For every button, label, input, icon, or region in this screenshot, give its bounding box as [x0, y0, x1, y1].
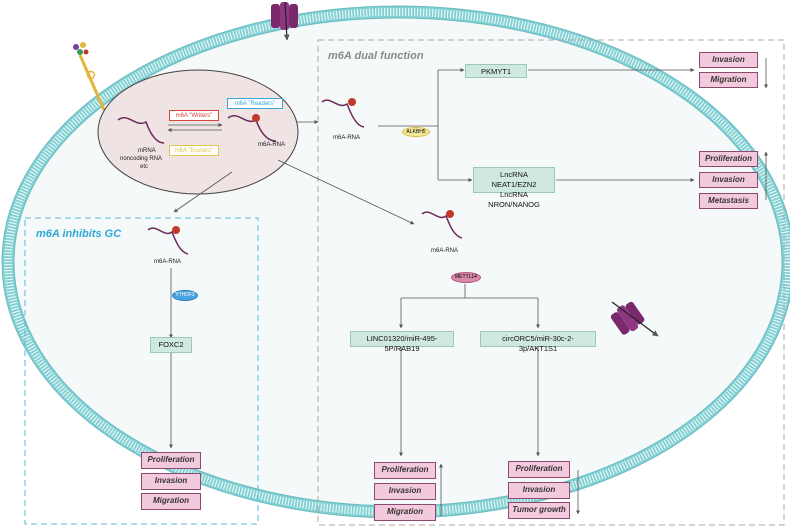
export-arrow: [611, 301, 659, 337]
branch4-outcome-invasion: Invasion: [508, 482, 570, 499]
branch4-outcome-tumor-growth: Tumor growth: [508, 502, 570, 519]
membrane-channel-top-icon: [271, 1, 298, 41]
circorc5-box: circORC5/miR-30c-2-3p/AKT1S1: [480, 331, 596, 353]
lncrna-line-2: LncRNA NRON/NANOG: [488, 190, 540, 210]
mettl14-enzyme: METTL14: [451, 272, 481, 283]
nucleus: [97, 69, 299, 195]
receptor-icon: [73, 42, 106, 111]
inhibits-m6a-rna-label: m6A-RNA: [154, 259, 182, 265]
dual-function-title: m6A dual function: [328, 50, 424, 62]
mid-m6a-rna-label: m6A-RNA: [431, 248, 459, 254]
branch1-outcome-migration: Migration: [699, 72, 758, 88]
branch3-outcome-migration: Migration: [374, 504, 436, 521]
inhibits-rna-strand: [147, 227, 189, 255]
cell-membrane-inner: [4, 8, 790, 516]
dual-top-m6a-rna-label: m6A-RNA: [333, 135, 361, 141]
alkbh5-enzyme: ALKBH5: [402, 127, 430, 137]
pkmyt1-box: PKMYT1: [465, 64, 527, 78]
branch3-outcome-invasion: Invasion: [374, 483, 436, 500]
branch2-outcome-proliferation: Proliferation: [699, 151, 758, 167]
inhibits-outcome-proliferation: Proliferation: [141, 452, 201, 469]
writers-label: m6A "Writers": [169, 110, 219, 121]
branch4-outcome-proliferation: Proliferation: [508, 461, 570, 478]
inhibits-outcome-invasion: Invasion: [141, 473, 201, 490]
rna-type-etc: etc: [140, 164, 149, 170]
inhibits-title: m6A inhibits GC: [36, 228, 122, 240]
branch2-outcome-metastasis: Metastasis: [699, 193, 758, 209]
readers-label: m6A "Readers": [227, 98, 283, 109]
membrane-channel-right-icon: [610, 301, 645, 335]
linc01320-box: LINC01320/miR-495-5P/RAB19: [350, 331, 454, 353]
rna-type-mrna: mRNA: [138, 148, 156, 154]
branch3-outcome-proliferation: Proliferation: [374, 462, 436, 479]
dual-top-rna-strand: [321, 99, 365, 128]
foxc2-box: FOXC2: [150, 337, 192, 353]
ythdf2-enzyme: YTHDF2: [172, 290, 198, 301]
lncrna-box: LncRNA NEAT1/EZN2 LncRNA NRON/NANOG: [473, 167, 555, 209]
lncrna-line-1: LncRNA NEAT1/EZN2: [491, 170, 537, 190]
inhibits-outcome-migration: Migration: [141, 493, 201, 510]
mid-rna-strand: [421, 211, 463, 239]
erasers-label: m6A "Erasers": [169, 145, 219, 156]
branch2-outcome-invasion: Invasion: [699, 172, 758, 188]
nucleus-m6a-rna-label: m6A-RNA: [258, 142, 286, 148]
branch1-outcome-invasion: Invasion: [699, 52, 758, 68]
plain-rna-strand: [117, 117, 165, 144]
dual-function-box: [317, 39, 785, 526]
rna-type-noncoding: noncoding RNA: [120, 156, 163, 162]
inhibits-box: [24, 217, 259, 525]
